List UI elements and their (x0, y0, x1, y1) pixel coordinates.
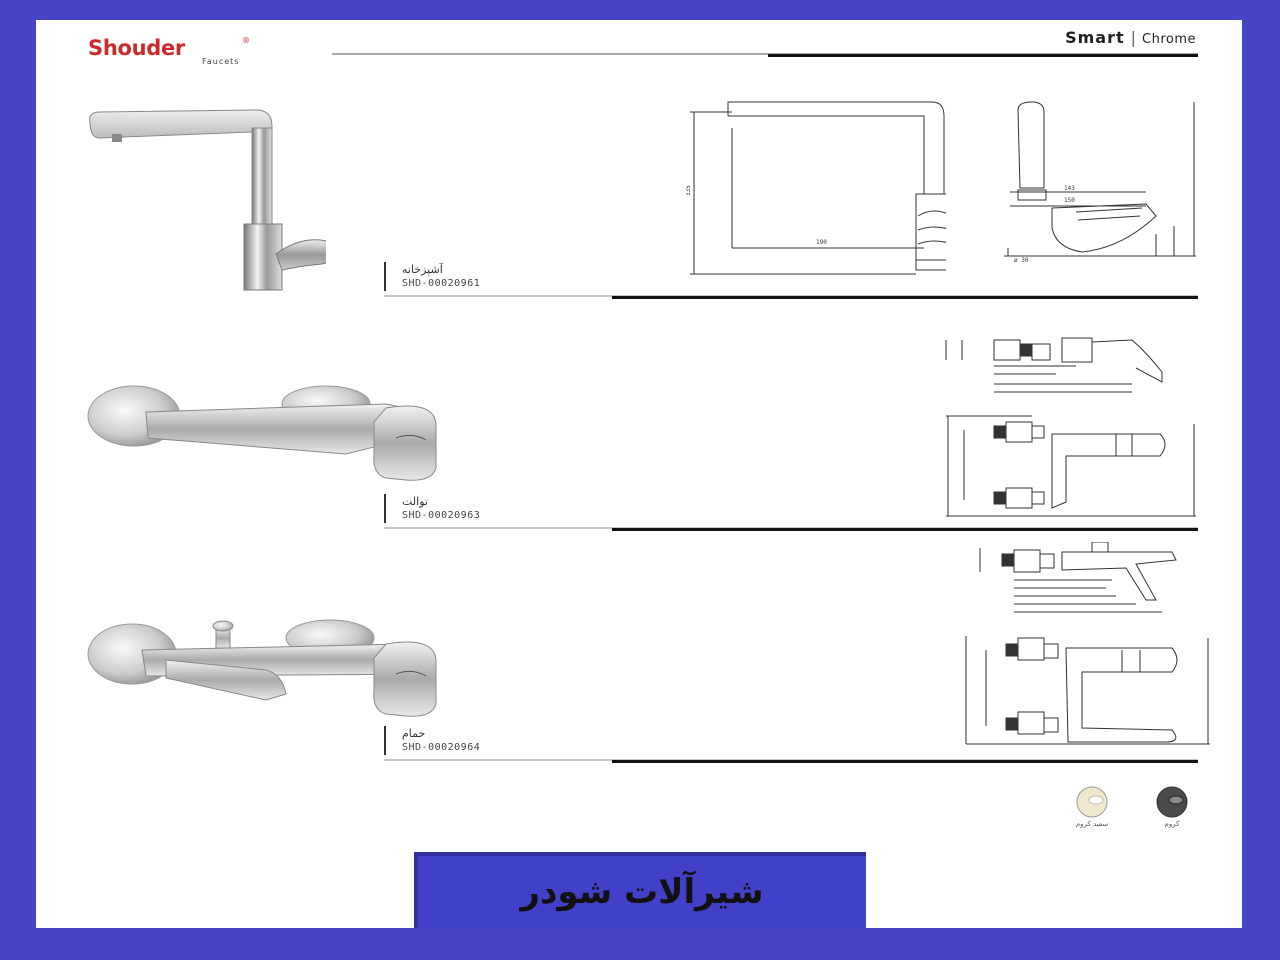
product-code: SHD-00020964 (402, 742, 481, 753)
toilet-faucet-icon (87, 385, 437, 481)
product-label-kitchen: آشپزخانه SHD-00020961 (384, 262, 480, 291)
bath-faucet-icon (87, 619, 437, 717)
brand-logo: Shouder (88, 36, 185, 60)
series-name: Smart (1065, 28, 1125, 47)
toilet-faucet-front-drawing (946, 415, 1196, 517)
series-finish: Chrome (1142, 32, 1196, 47)
product-name: حمام (402, 727, 426, 740)
svg-text:335: 335 (686, 185, 692, 196)
product-name: آشپزخانه (402, 263, 443, 276)
finish-swatches (1076, 786, 1188, 818)
toilet-faucet-top-drawing (945, 337, 1163, 393)
bath-faucet-front-drawing (965, 636, 1210, 745)
registered-mark: ® (242, 36, 250, 45)
swatch-label-chrome: کروم (1164, 820, 1180, 828)
series-separator: | (1130, 28, 1136, 47)
kitchen-faucet-side-drawing: 143 150 ø 30 (1004, 101, 1196, 264)
svg-text:190: 190 (816, 239, 827, 246)
bath-faucet-top-drawing (979, 542, 1177, 613)
series-title: Smart | Chrome (1065, 28, 1196, 47)
rule-lines (332, 53, 1198, 763)
kitchen-faucet-icon (89, 109, 326, 291)
footer-banner: شیرآلات شودر (414, 852, 866, 928)
swatch-label-white-chrome: سفید کروم (1075, 820, 1109, 828)
svg-text:ø 30: ø 30 (1014, 257, 1029, 264)
catalog-sheet: Shouder ® Faucets Smart | Chrome (36, 20, 1242, 928)
product-name: توالت (402, 495, 428, 508)
svg-text:150: 150 (1064, 197, 1075, 204)
kitchen-faucet-front-drawing: 190 335 (686, 101, 946, 275)
product-label-bath: حمام SHD-00020964 (384, 726, 480, 755)
product-code: SHD-00020963 (402, 510, 481, 521)
product-label-toilet: توالت SHD-00020963 (384, 494, 480, 523)
svg-text:143: 143 (1064, 185, 1075, 192)
banner-title: شیرآلات شودر (520, 872, 764, 912)
brand-subtitle: Faucets (202, 57, 240, 66)
product-code: SHD-00020961 (402, 278, 481, 289)
